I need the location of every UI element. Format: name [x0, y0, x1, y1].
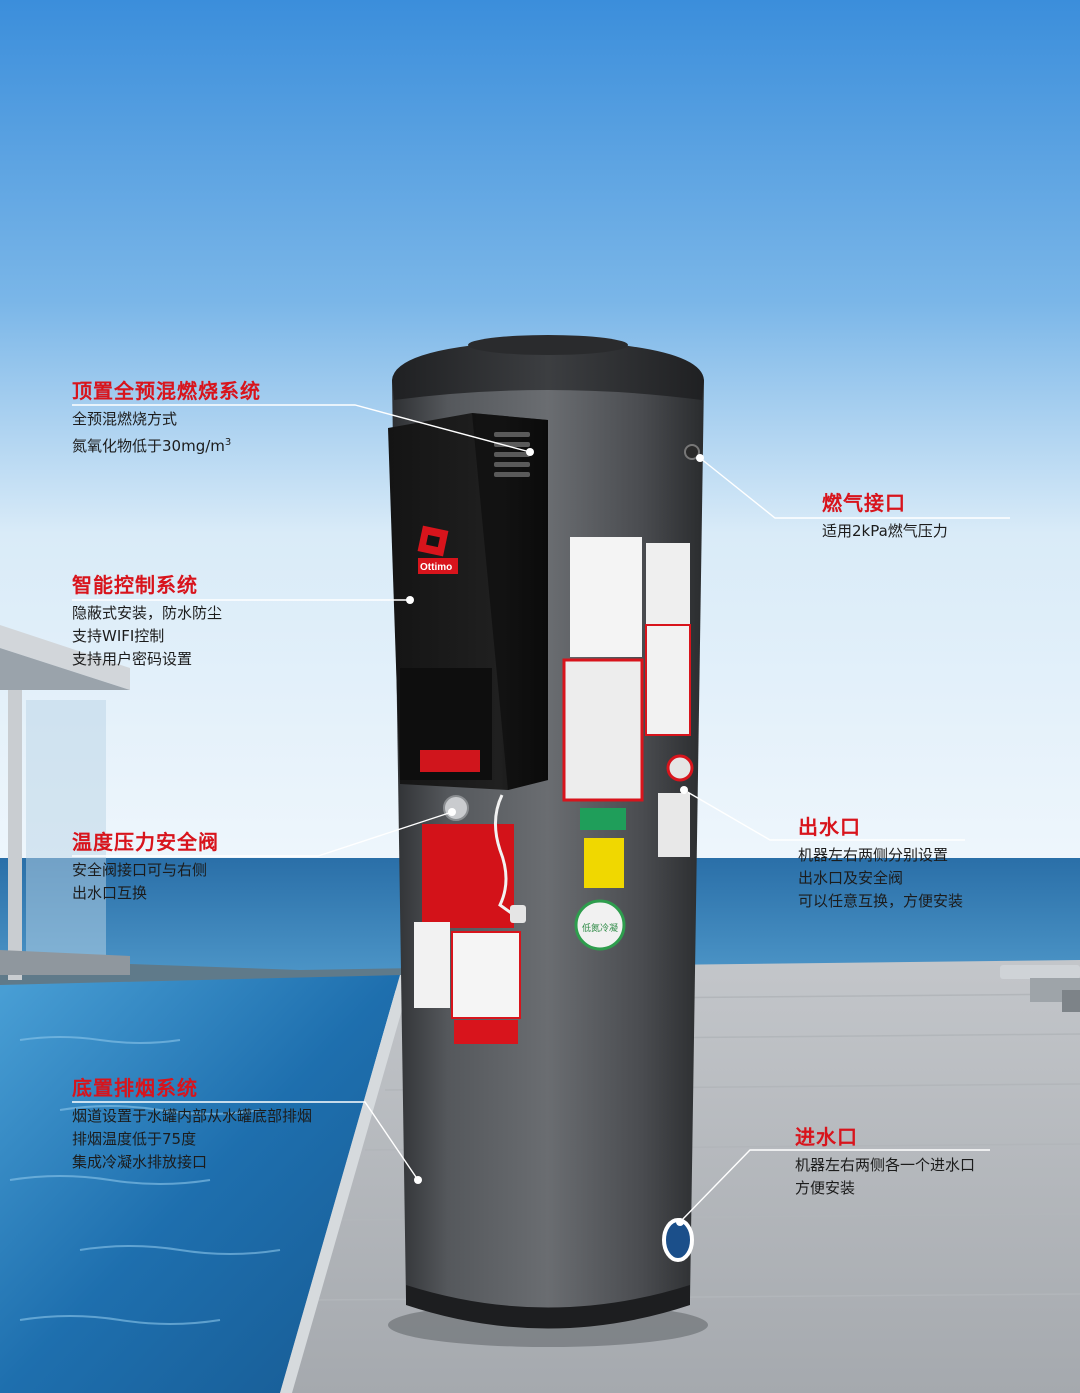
callout-line: 方便安装 — [795, 1179, 856, 1197]
infinity-pool — [0, 975, 400, 1393]
pool-edge — [280, 975, 412, 1393]
callout-line: 安全阀接口可与右侧 — [72, 861, 208, 879]
leader-dots — [406, 448, 704, 1226]
callout-line: 排烟温度低于75度 — [72, 1130, 197, 1148]
callout-line: 出水口互换 — [72, 884, 148, 902]
logo-text: Ottimo — [420, 562, 452, 573]
callout-tp-valve: 温度压力安全阀 安全阀接口可与右侧 出水口互换 — [72, 829, 219, 905]
pavilion — [0, 625, 130, 980]
callout-title: 出水口 — [798, 815, 861, 839]
callout-line: 机器左右两侧分别设置 — [798, 846, 949, 864]
callout-line: 出水口及安全阀 — [798, 869, 904, 887]
callout-line: 适用2kPa燃气压力 — [822, 522, 948, 540]
pool-ripples — [9, 1036, 281, 1325]
callout-line: 集成冷凝水排放接口 — [72, 1153, 208, 1171]
power-cord — [494, 794, 515, 917]
spec-labels — [414, 537, 691, 1044]
water-outlet-port — [666, 754, 694, 782]
tp-valve-port — [443, 795, 469, 821]
ottimo-logo-icon — [417, 525, 458, 574]
gas-inlet-port — [684, 444, 700, 460]
callout-top-burner: 顶置全预混燃烧系统 全预混燃烧方式 氮氧化物低于30mg/m3 — [72, 378, 261, 458]
callout-bottom-exhaust: 底置排烟系统 烟道设置于水罐内部从水罐底部排烟 排烟温度低于75度 集成冷凝水排… — [72, 1075, 312, 1174]
callout-line: 隐蔽式安装，防水防尘 — [72, 604, 223, 622]
callout-line-text: 氮氧化物低于30mg/m — [72, 437, 225, 455]
callout-title: 温度压力安全阀 — [72, 830, 219, 854]
callout-title: 燃气接口 — [822, 491, 906, 515]
callout-line: 全预混燃烧方式 — [72, 410, 178, 428]
water-inlet-port — [662, 1218, 694, 1262]
callout-line: 支持用户密码设置 — [72, 650, 193, 668]
superscript: 3 — [224, 437, 232, 448]
callout-title: 底置排烟系统 — [72, 1076, 198, 1100]
callout-line: 烟道设置于水罐内部从水罐底部排烟 — [72, 1107, 313, 1125]
callout-smart-control: 智能控制系统 隐蔽式安装，防水防尘 支持WIFI控制 支持用户密码设置 — [72, 572, 222, 671]
callout-water-outlet: 出水口 机器左右两侧分别设置 出水口及安全阀 可以任意互换，方便安装 — [798, 814, 963, 913]
callout-line: 可以任意互换，方便安装 — [798, 892, 964, 910]
callout-water-inlet: 进水口 机器左右两侧各一个进水口 方便安装 — [795, 1124, 975, 1200]
eco-badge-text: 低氮冷凝 — [582, 922, 618, 934]
callout-title: 进水口 — [795, 1125, 858, 1149]
tank-base-ring — [406, 1285, 690, 1329]
callout-line: 机器左右两侧各一个进水口 — [795, 1156, 976, 1174]
callout-gas-inlet: 燃气接口 适用2kPa燃气压力 — [822, 490, 948, 543]
tank-top-cap — [392, 340, 704, 400]
control-box — [388, 413, 548, 790]
callout-line: 支持WIFI控制 — [72, 627, 165, 645]
callout-title: 顶置全预混燃烧系统 — [72, 379, 261, 403]
leader-lines — [72, 404, 1010, 1223]
callout-title: 智能控制系统 — [72, 573, 198, 597]
callout-line: 氮氧化物低于30mg/m3 — [72, 431, 261, 458]
lounge-chair — [1000, 965, 1080, 1012]
